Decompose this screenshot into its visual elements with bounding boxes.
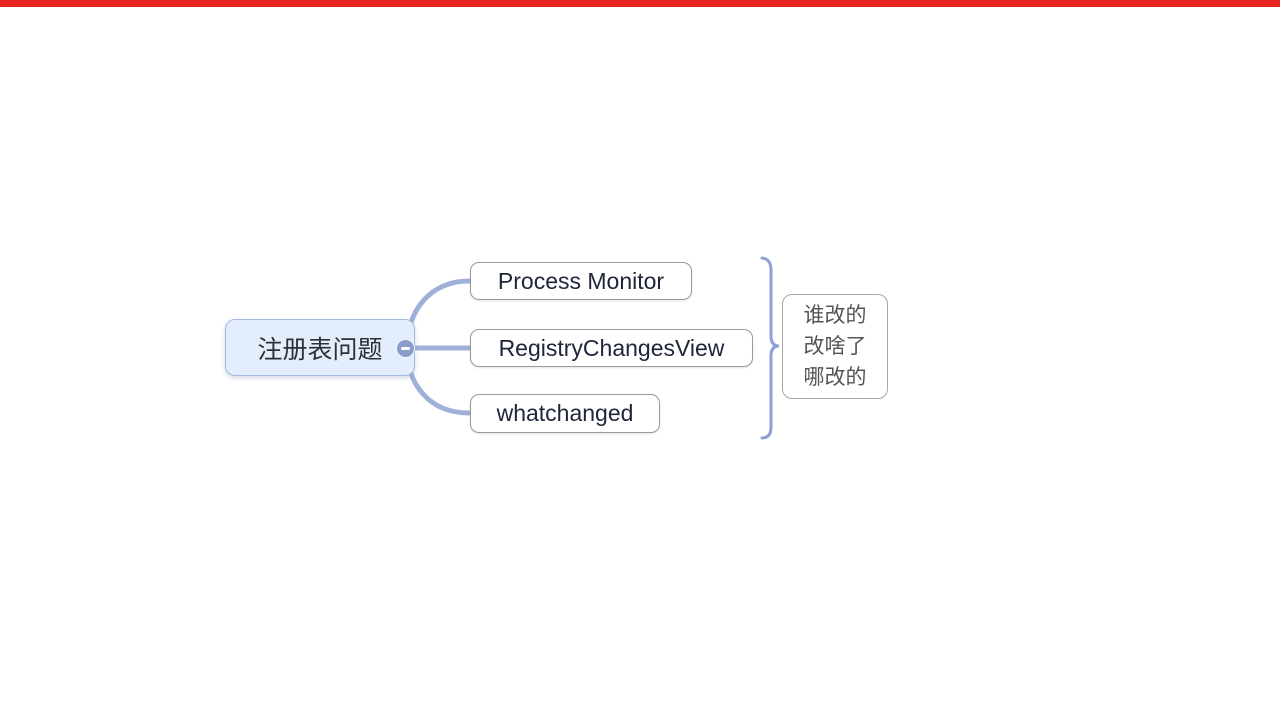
summary-brace	[760, 256, 780, 440]
branch-line-bottom	[404, 345, 472, 416]
child-topic-whatchanged[interactable]: whatchanged	[470, 394, 660, 433]
top-red-bar	[0, 0, 1280, 7]
child-topic-label: RegistryChangesView	[498, 334, 725, 361]
summary-line: 哪改的	[803, 366, 867, 389]
child-topic-label: Process Monitor	[497, 267, 665, 294]
root-topic[interactable]: 注册表问题	[225, 319, 415, 376]
branch-line-top	[404, 278, 472, 351]
child-topic-registrychangesview[interactable]: RegistryChangesView	[470, 329, 753, 367]
child-topic-process-monitor[interactable]: Process Monitor	[470, 262, 692, 300]
collapse-button[interactable]	[396, 339, 415, 358]
child-topic-label: whatchanged	[496, 400, 634, 426]
summary-topic[interactable]: 谁改的 改啥了 哪改的	[782, 294, 888, 399]
summary-line: 改啥了	[803, 335, 867, 358]
minus-icon	[401, 347, 410, 350]
root-topic-label: 注册表问题	[257, 335, 383, 364]
summary-line: 谁改的	[803, 304, 867, 327]
